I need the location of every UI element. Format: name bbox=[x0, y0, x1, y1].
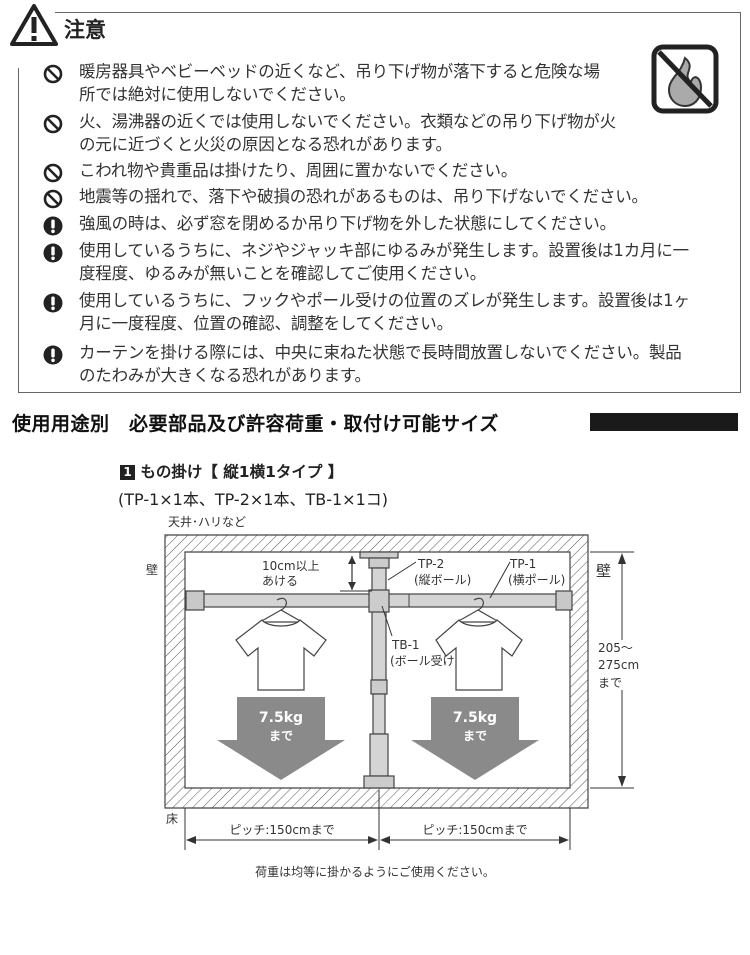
clearance-label-1: 10cm以上 bbox=[262, 559, 320, 573]
shirt-right bbox=[435, 597, 523, 691]
caution-item: 地震等の揺れで、落下や破損の恐れがあるものは、吊り下げないでください。 bbox=[43, 186, 743, 209]
section-subtitle: 1 もの掛け【 縦1横1タイプ 】 bbox=[120, 460, 343, 482]
caution-item-text: こわれ物や貴重品は掛けたり、周囲に置かないでください。 bbox=[79, 161, 518, 180]
pole-joint-tb1 bbox=[368, 589, 390, 613]
load-left-1: 7.5kg bbox=[259, 710, 303, 726]
height-label-1: 205～ bbox=[598, 641, 633, 655]
caution-item: 暖房器具やベビーベッドの近くなど、吊り下げ物が落下すると危険な場 所では絶対に使… bbox=[43, 61, 743, 106]
room-walls bbox=[164, 534, 589, 809]
tp1-label: TP-1 bbox=[509, 557, 536, 571]
caution-box bbox=[18, 13, 741, 393]
caution-item: 強風の時は、必ず窓を閉めるか吊り下げ物を外した状態にしてください。 bbox=[43, 213, 743, 236]
pitch-right-label: ピッチ:150cmまで bbox=[422, 823, 527, 837]
tp1-desc: (横ポール) bbox=[508, 573, 565, 587]
subtitle-text: もの掛け【 縦1横1タイプ 】 bbox=[140, 463, 344, 481]
floor-label: 床 bbox=[166, 812, 178, 826]
caution-item-text: 使用しているうちに、フックやポール受けの位置のズレが発生します。設置後は1ヶ 月… bbox=[79, 291, 690, 333]
clearance-label-2: あける bbox=[262, 574, 298, 588]
no-fire-icon bbox=[651, 44, 719, 114]
exclamation-icon bbox=[43, 345, 63, 365]
tb1-label: TB-1 bbox=[391, 638, 420, 652]
caution-box-top-border bbox=[55, 12, 741, 13]
caution-item: 使用しているうちに、フックやポール受けの位置のズレが発生します。設置後は1ヶ 月… bbox=[43, 290, 743, 335]
tp2-label: TP-2 bbox=[417, 557, 444, 571]
caution-item-text: カーテンを掛ける際には、中央に束ねた状態で長時間放置しないでください。製品 のた… bbox=[79, 343, 682, 385]
tb1-desc: (ボール受け) bbox=[390, 654, 459, 668]
prohibited-icon bbox=[43, 114, 63, 134]
section-heading: 使用用途別 必要部品及び許容荷重・取付け可能サイズ bbox=[12, 413, 499, 435]
caution-item: カーテンを掛ける際には、中央に束ねた状態で長時間放置しないでください。製品 のた… bbox=[43, 342, 743, 387]
load-left-2: まで bbox=[269, 729, 293, 743]
caution-item-text: 暖房器具やベビーベッドの近くなど、吊り下げ物が落下すると危険な場 所では絶対に使… bbox=[79, 62, 600, 104]
height-dimension bbox=[590, 551, 634, 789]
height-label-2: 275cm bbox=[598, 658, 639, 672]
vertical-pole-tp2 bbox=[359, 551, 399, 789]
load-right-1: 7.5kg bbox=[453, 710, 497, 726]
caution-item-text: 使用しているうちに、ネジやジャッキ部にゆるみが発生します。設置後は1カ月に一 度… bbox=[79, 241, 689, 283]
pitch-dimension bbox=[184, 790, 571, 850]
ceiling-label: 天井･ハリなど bbox=[168, 515, 246, 529]
caution-item-text: 地震等の揺れで、落下や破損の恐れがあるものは、吊り下げないでください。 bbox=[79, 187, 648, 206]
wall-right-label: 壁 bbox=[596, 562, 611, 580]
installation-diagram: 天井･ハリなど 壁 壁 床 10cm以上 あける TP-2 (縦ボール) bbox=[146, 515, 639, 879]
caution-title: 注意 bbox=[64, 18, 106, 42]
exclamation-icon bbox=[43, 293, 63, 313]
caution-item-text: 強風の時は、必ず窓を閉めるか吊り下げ物を外した状態にしてください。 bbox=[79, 214, 616, 233]
caution-item: こわれ物や貴重品は掛けたり、周囲に置かないでください。 bbox=[43, 160, 743, 183]
heading-bar bbox=[590, 413, 738, 431]
prohibited-icon bbox=[43, 64, 63, 84]
load-right-2: まで bbox=[463, 729, 487, 743]
load-note: 荷重は均等に掛かるようにご使用ください。 bbox=[255, 864, 495, 879]
load-arrow-left: 7.5kg まで bbox=[217, 697, 345, 780]
parts-list: (TP-1×1本、TP-2×1本、TB-1×1コ) bbox=[118, 490, 388, 509]
load-arrow-right: 7.5kg まで bbox=[411, 697, 539, 780]
exclamation-icon bbox=[43, 243, 63, 263]
warning-icon bbox=[10, 4, 58, 46]
caution-box-left-border bbox=[18, 68, 19, 393]
section-number-badge: 1 bbox=[120, 465, 135, 480]
wall-left-label: 壁 bbox=[146, 562, 158, 577]
caution-item-text: 火、湯沸器の近くでは使用しないでください。衣類などの吊り下げ物が火 の元に近づく… bbox=[79, 112, 616, 154]
height-label-3: まで bbox=[598, 676, 622, 690]
exclamation-icon bbox=[43, 216, 63, 236]
prohibited-icon bbox=[43, 189, 63, 209]
pitch-left-label: ピッチ:150cmまで bbox=[229, 823, 334, 837]
tp2-desc: (縦ボール) bbox=[414, 573, 471, 587]
caution-item: 使用しているうちに、ネジやジャッキ部にゆるみが発生します。設置後は1カ月に一 度… bbox=[43, 240, 743, 285]
caution-item: 火、湯沸器の近くでは使用しないでください。衣類などの吊り下げ物が火 の元に近づく… bbox=[43, 111, 743, 156]
shirt-left bbox=[235, 597, 327, 691]
prohibited-icon bbox=[43, 163, 63, 183]
